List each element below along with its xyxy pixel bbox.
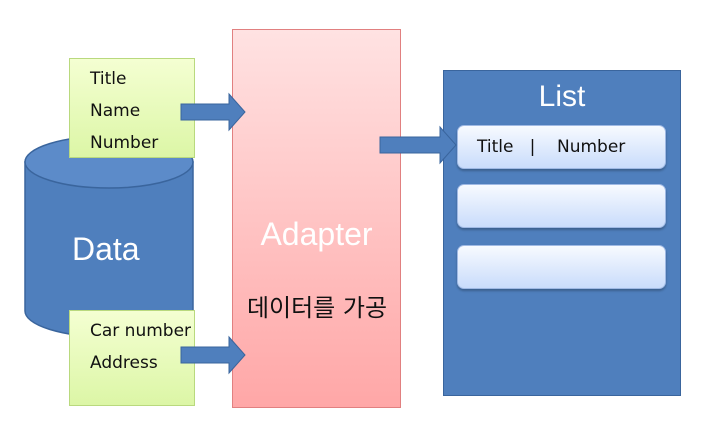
- field-name: Name: [90, 101, 141, 121]
- list-panel: List Title | Number: [443, 70, 681, 396]
- source-fields-top: Title Name Number: [69, 58, 195, 158]
- data-label: Data: [72, 231, 140, 267]
- list-item: Title | Number: [457, 125, 666, 169]
- field-car-number: Car number: [90, 321, 192, 341]
- adapter-subtitle: 데이터를 가공: [246, 294, 388, 322]
- source-fields-bottom: Car number Address: [69, 310, 195, 406]
- arrow-right-icon: [180, 335, 246, 375]
- arrow-right-icon: [379, 125, 457, 165]
- adapter-title: Adapter: [260, 216, 373, 252]
- list-item: [457, 245, 666, 289]
- field-address: Address: [90, 353, 158, 373]
- field-title: Title: [90, 69, 127, 89]
- list-item: [457, 184, 666, 228]
- arrow-right-icon: [180, 92, 246, 132]
- adapter-box: Adapter 데이터를 가공: [232, 29, 401, 408]
- field-number: Number: [90, 133, 159, 153]
- list-item-text: Title | Number: [477, 137, 626, 157]
- list-title: List: [538, 80, 586, 113]
